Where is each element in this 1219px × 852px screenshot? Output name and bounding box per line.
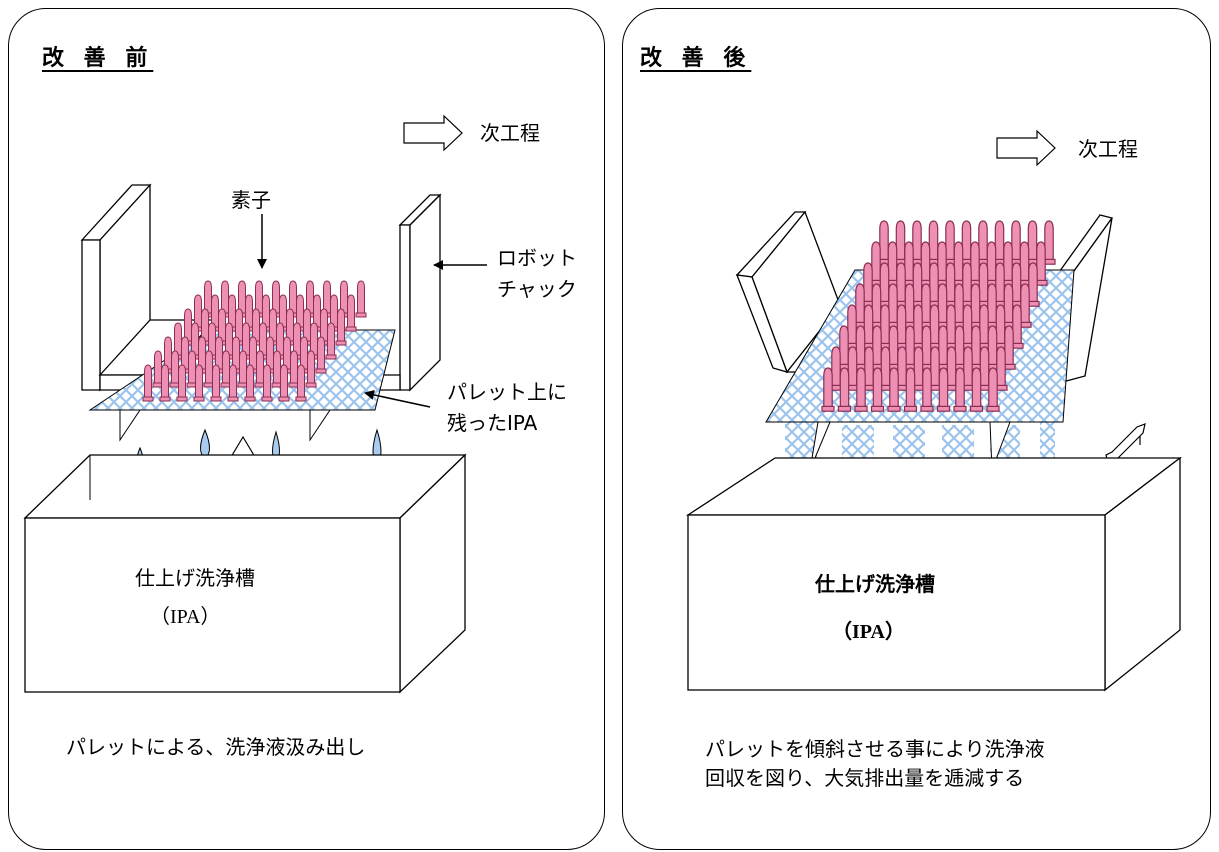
element-pin — [837, 367, 852, 412]
before-tank-liquid: （IPA） — [150, 606, 221, 628]
element-pin — [315, 336, 327, 374]
element-pin — [903, 367, 918, 412]
element-pin — [345, 294, 357, 332]
element-pin — [355, 280, 367, 318]
element-pin — [142, 364, 154, 402]
droplet — [200, 428, 210, 459]
before-title: 改 善 前 — [42, 46, 154, 71]
before-next-step-label: 次工程 — [480, 121, 540, 145]
element-pin — [887, 367, 901, 412]
element-pin — [176, 364, 188, 402]
before-robot-chuck-right — [359, 193, 442, 392]
after-tank-name: 仕上げ洗浄槽 — [815, 572, 935, 596]
robot-chuck-label-line2: チャック — [497, 277, 577, 301]
element-pin — [920, 367, 934, 412]
before-cleaning-tank — [23, 453, 467, 694]
element-pin — [227, 364, 239, 402]
after-next-step-label: 次工程 — [1078, 137, 1138, 161]
element-pin — [159, 364, 171, 402]
after-title: 改 善 後 — [640, 46, 752, 71]
panel-before-improvement — [8, 8, 605, 850]
before-next-step-arrow — [403, 114, 463, 152]
element-pin — [870, 367, 885, 412]
element-pin — [854, 367, 868, 412]
element-pin — [969, 367, 984, 412]
element-pin — [305, 350, 317, 388]
element-pin — [210, 364, 222, 402]
element-pin — [335, 308, 347, 346]
element-pin — [986, 367, 1000, 412]
robot-chuck-label-line1: ロボット — [497, 246, 577, 270]
after-caption-line2: 回収を図り、大気排出量を逓減する — [705, 766, 1025, 790]
element-pin — [821, 367, 835, 412]
ipa-pointer-arrow — [364, 390, 431, 408]
before-caption: パレットによる、洗浄液汲み出し — [66, 735, 366, 759]
element-pin — [325, 322, 337, 360]
element-pin — [244, 364, 256, 402]
before-tank-name: 仕上げ洗浄槽 — [135, 566, 255, 590]
after-cleaning-tank — [685, 456, 1182, 692]
after-next-step-arrow — [996, 129, 1056, 167]
element-pin — [295, 364, 307, 402]
element-pin — [953, 367, 967, 412]
after-caption-line1: パレットを傾斜させる事により洗浄液 — [705, 737, 1045, 761]
element-pin — [193, 364, 205, 402]
pallet-ipa-label-line1: パレット上に — [447, 380, 567, 404]
element-pin — [261, 364, 273, 402]
element-pin — [278, 364, 290, 402]
after-tank-liquid: （IPA） — [832, 621, 905, 643]
pallet-ipa-label-line2: 残ったIPA — [447, 411, 538, 435]
element-pin — [936, 367, 951, 412]
element-label: 素子 — [231, 188, 271, 212]
